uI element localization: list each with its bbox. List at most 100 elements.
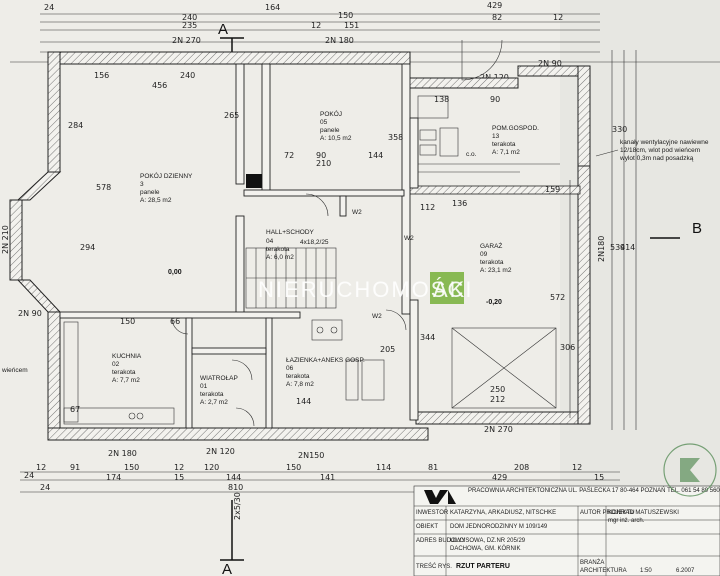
bathroom-fixtures xyxy=(311,319,385,401)
kitchen-counters xyxy=(63,321,175,425)
tb-inwestor-label: INWESTOR xyxy=(416,510,449,516)
dim-b1-120: 120 xyxy=(204,463,219,472)
room-floor: panele xyxy=(320,127,340,134)
room-area: A: 10,5 m2 xyxy=(320,135,352,142)
dim-r2-24: 24 xyxy=(44,3,54,12)
section-a-top: A xyxy=(218,21,228,38)
room-no: 05 xyxy=(320,119,328,126)
dim-456: 456 xyxy=(152,81,167,90)
dim-b1-12c: 12 xyxy=(572,463,582,472)
firm-logo-part xyxy=(448,490,456,504)
wall-2n180-top: 2N 180 xyxy=(325,36,354,45)
room-name: POKÓJ DZIENNY xyxy=(140,171,193,180)
dim-66: 66 xyxy=(170,317,180,326)
dim-top-429: 429 xyxy=(487,1,502,10)
dim-156: 156 xyxy=(94,71,109,80)
dim-b1-91: 91 xyxy=(70,463,80,472)
utility-room-fixtures xyxy=(417,95,560,173)
wienc-label: wieńcem xyxy=(1,367,28,374)
room-area: A: 2,7 m2 xyxy=(200,399,228,406)
door-arc-top xyxy=(461,39,503,81)
door-arcs xyxy=(171,193,407,427)
room-floor: terakota xyxy=(200,391,224,398)
dim-344: 344 xyxy=(420,333,435,342)
tb-autor: KONRAD MATUSZEWSKI xyxy=(608,510,679,516)
room-label-pokoj: POKÓJ 05 panele A: 10,5 m2 xyxy=(320,109,352,142)
tb-data: 6.2007 xyxy=(676,568,695,574)
room-floor: terakota xyxy=(286,373,310,380)
room-name: ŁAZIENKA+ANEKS GOSP. xyxy=(286,357,365,364)
room-floor: terakota xyxy=(480,259,504,266)
room-no: 01 xyxy=(200,383,208,390)
room-area: A: 7,8 m2 xyxy=(286,381,314,388)
room-no: 04 xyxy=(266,238,274,245)
tb-tresc-label: TREŚĆ RYS. xyxy=(416,562,452,570)
room-area: A: 7,1 m2 xyxy=(492,149,520,156)
wall-2n180-bottom: 2N 180 xyxy=(108,449,137,458)
room-floor: terakota xyxy=(266,246,290,253)
dim-b2-15: 15 xyxy=(174,473,184,482)
watermark-ak: AK xyxy=(433,277,466,302)
dim-b3-24: 24 xyxy=(40,483,50,492)
room-area: A: 28,5 m2 xyxy=(140,197,172,204)
room-name: KUCHNIA xyxy=(112,353,142,360)
room-area: A: 7,7 m2 xyxy=(112,377,140,384)
dim-r1-235: 235 xyxy=(182,21,197,30)
dim-top-164: 164 xyxy=(265,3,280,12)
tb-skala: 1:50 xyxy=(640,568,652,574)
tb-autor2: mgr inż. arch. xyxy=(608,518,645,524)
tb-adres1: UL.CISOWA, DZ.NR 205/29 xyxy=(450,538,526,544)
dim-top-150: 150 xyxy=(338,11,353,20)
wall-2n90-left: 2N 90 xyxy=(18,309,42,318)
dim-144: 144 xyxy=(368,151,383,160)
dim-67: 67 xyxy=(70,405,80,414)
wall-2n180-right: 2N180 xyxy=(597,236,606,262)
dim-534: 534 xyxy=(610,243,625,252)
wall-2n120-bottom: 2N 120 xyxy=(206,447,235,456)
room-floor: panele xyxy=(140,189,160,196)
garage-parking-space xyxy=(451,327,557,409)
room-area: A: 6,0 m2 xyxy=(266,254,294,261)
stairs-label: 4x18,2/25 xyxy=(300,239,329,246)
w2-label-b: W2 xyxy=(372,313,382,320)
dim-90b: 90 xyxy=(490,95,500,104)
dim-r1-82: 82 xyxy=(492,13,502,22)
kanaly-annotation-2: 12/18cm, wlot pod wieńcem xyxy=(620,147,700,154)
wall-2n150-bottom: 2N150 xyxy=(298,451,324,460)
wall-2n90-top: 2N 90 xyxy=(538,59,562,68)
room-label-hall: HALL+SCHODY 04 terakota A: 6,0 m2 xyxy=(266,229,315,261)
dim-b1-12b: 12 xyxy=(174,463,184,472)
w2-label-a: W2 xyxy=(352,209,362,216)
tb-adres-label: ADRES BUDOWY xyxy=(416,538,465,544)
dim-572: 572 xyxy=(550,293,565,302)
dim-330: 330 xyxy=(612,125,627,134)
level-main: 0,00 xyxy=(168,269,182,276)
room-no: 09 xyxy=(480,251,488,258)
dim-144b: 144 xyxy=(296,397,311,406)
dim-b3-810: 810 xyxy=(228,483,243,492)
room-no: 3 xyxy=(140,181,144,188)
staircase xyxy=(245,247,337,309)
dim-r1-12b: 12 xyxy=(553,13,563,22)
wall-2n210-left: 2N 210 xyxy=(1,225,10,254)
dim-210: 210 xyxy=(316,159,331,168)
tb-autor-label: AUTOR PROJEKTU xyxy=(580,510,635,516)
room-floor: terakota xyxy=(492,141,516,148)
kanaly-annotation-3: wylot 0,3m nad posadzką xyxy=(619,155,694,162)
room-no: 13 xyxy=(492,133,500,140)
dim-136: 136 xyxy=(452,199,467,208)
dim-b2-144: 144 xyxy=(226,473,241,482)
annotation-leader xyxy=(595,149,619,157)
dim-578: 578 xyxy=(96,183,111,192)
chimney-block xyxy=(246,174,262,188)
stamp-seal-mark xyxy=(680,458,700,482)
dim-240: 240 xyxy=(180,71,195,80)
room-label-pokoj-dzienny: POKÓJ DZIENNY 3 panele A: 28,5 m2 xyxy=(140,171,193,204)
room-label-kuchnia: KUCHNIA 02 terakota A: 7,7 m2 xyxy=(112,353,142,384)
dim-250: 250 xyxy=(490,385,505,394)
room-label-wiatrolap: WIATROŁAP 01 terakota A: 2,7 m2 xyxy=(200,375,238,406)
co-label: c.o. xyxy=(466,151,477,158)
dim-r1-12: 12 xyxy=(311,21,321,30)
room-no: 02 xyxy=(112,361,120,368)
